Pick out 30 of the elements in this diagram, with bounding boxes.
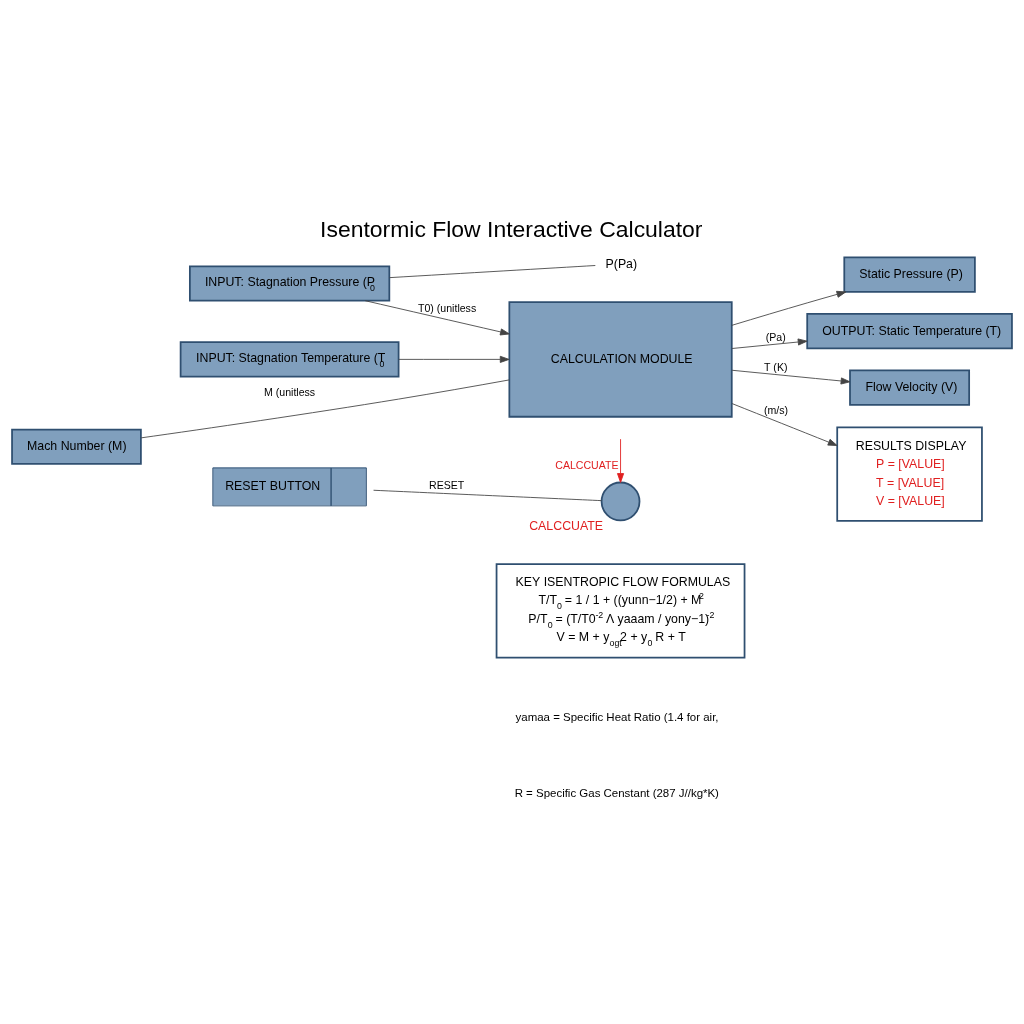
node-text: P(Pa) — [605, 256, 638, 271]
node-circle — [600, 481, 641, 521]
node-box: CALCULATION MODULE — [508, 300, 733, 418]
connector — [140, 378, 510, 438]
connector — [389, 264, 596, 278]
label: R = Specific Gas Censtant (287 J//kg*K) — [514, 786, 719, 799]
arrow — [731, 402, 838, 446]
arrow — [731, 369, 851, 384]
node-box: KEY ISENTROPIC FLOW FORMULAS T/T$_{0}$ = 1 / 1 + ((yunn−1/2) + M$^{2}$ P/T$_{0}$ = (T/T0$^{-2}$ Λ yaaam / yony−1)$^{-2}$ V = M + y$_{ogt}$2 + y$_{0}$ R + T — [495, 562, 746, 659]
edge-label: T0) (unitless — [418, 301, 477, 314]
arrow — [731, 290, 847, 326]
edge-label: M (unitless — [264, 385, 316, 398]
edge-label: (Pa) — [765, 330, 786, 343]
node-box: Mach Number (M) — [11, 428, 142, 465]
edge-label: T (K) — [763, 360, 788, 372]
arrow — [364, 299, 510, 335]
node-box: RESULTS DISPLAY P = [VALUE] T = [VALUE] V = [VALUE] — [836, 425, 983, 522]
edge-label: CALCCUATE — [555, 458, 619, 471]
node-box: Static Pressure (P) — [843, 256, 976, 293]
arrow — [617, 438, 625, 483]
node-box: Flow Velocity (V) — [849, 369, 971, 406]
arrow — [731, 338, 808, 349]
edge-label: RESET — [429, 478, 465, 491]
arrow — [398, 355, 510, 363]
label: yamaa = Specific Heat Ratio (1.4 for air, — [515, 710, 719, 723]
node-box: OUTPUT: Static Temperature (T) — [806, 312, 1013, 349]
edge-label: (m/s) — [763, 403, 789, 416]
diagram-title: Isentormic Flow Interactive Calculator — [320, 215, 703, 242]
connector — [373, 489, 602, 501]
node-label: CALCCUATE — [529, 518, 604, 533]
